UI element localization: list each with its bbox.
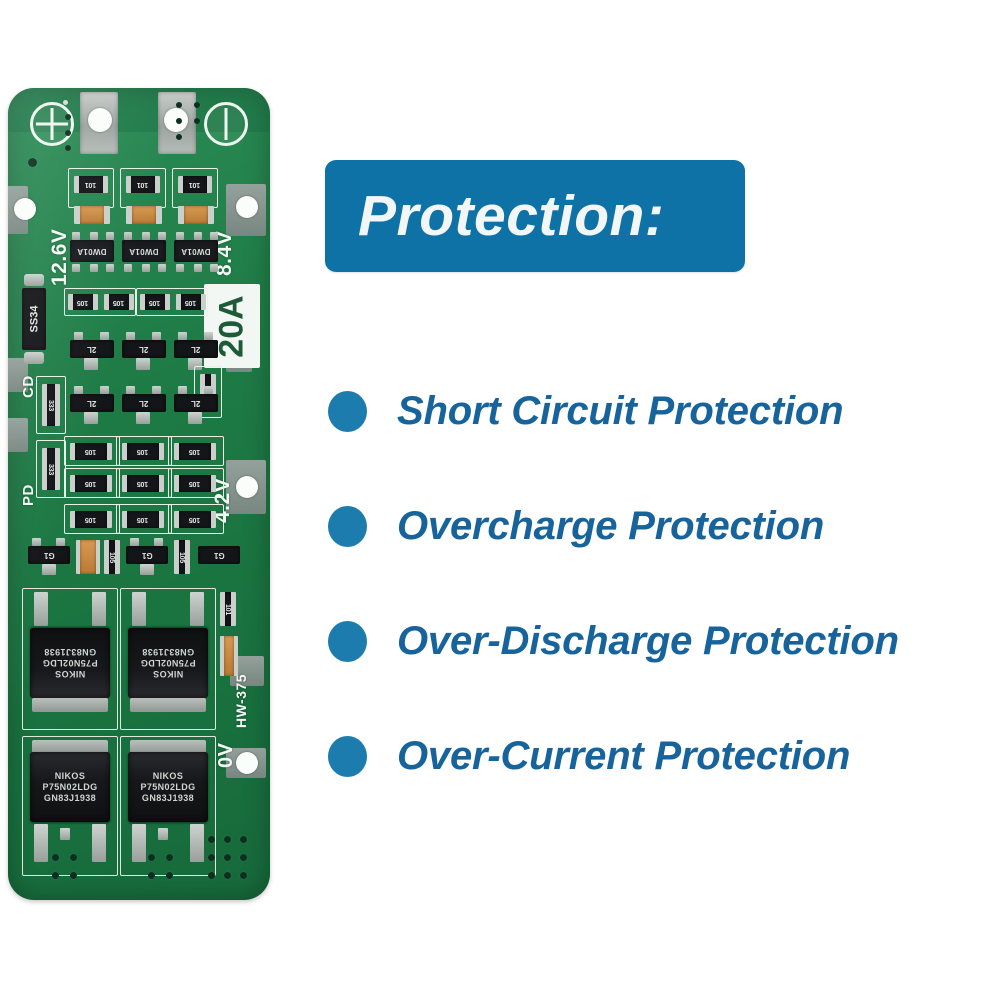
silk-label-pd: PD — [20, 484, 37, 506]
transistor-2l: 2L — [70, 340, 114, 358]
feature-label: Short Circuit Protection — [397, 388, 844, 433]
protection-feature-list: Short Circuit Protection Overcharge Prot… — [328, 380, 1000, 840]
negative-terminal-icon — [204, 102, 248, 146]
bullet-dot-icon — [328, 505, 367, 547]
res-101: 101 — [137, 181, 149, 188]
feature-label: Over-Discharge Protection — [397, 618, 899, 663]
list-item: Over-Discharge Protection — [328, 610, 1000, 672]
diode-ss34: SS34 — [22, 288, 46, 350]
transistor-2l: 2L — [70, 394, 114, 412]
mosfet-nikos: NIKOS P75N02LDG GN83J1938 — [30, 752, 110, 822]
silk-label-20a: 20A — [212, 294, 251, 358]
transistor-g1: G1 — [28, 546, 70, 564]
ic-dw01a: DW01A — [70, 240, 114, 262]
bullet-dot-icon — [328, 735, 367, 777]
bms-protection-board: 12.6V 8.4V 4.2V 0V HW-375 CD PD 20A 101 … — [8, 88, 270, 900]
res-101: 101 — [189, 181, 201, 188]
bullet-dot-icon — [328, 620, 367, 662]
feature-label: Over-Current Protection — [397, 733, 851, 778]
transistor-2l: 2L — [122, 340, 166, 358]
silk-label-12-6v: 12.6V — [48, 228, 71, 286]
protection-header-banner: Protection: — [325, 160, 745, 272]
feature-label: Overcharge Protection — [397, 503, 825, 548]
ic-dw01a: DW01A — [122, 240, 166, 262]
transistor-2l: 2L — [174, 394, 218, 412]
transistor-g1: G1 — [126, 546, 168, 564]
bullet-dot-icon — [328, 390, 367, 432]
list-item: Short Circuit Protection — [328, 380, 1000, 442]
mosfet-nikos: NIKOS P75N02LDG GN83J1938 — [128, 752, 208, 822]
ic-dw01a: DW01A — [174, 240, 218, 262]
silk-label-hw375: HW-375 — [233, 673, 249, 728]
positive-terminal-icon — [30, 102, 74, 146]
silk-label-cd: CD — [20, 375, 37, 398]
res-101: 101 — [85, 181, 97, 188]
page-title: Protection: — [358, 184, 665, 248]
transistor-2l: 2L — [122, 394, 166, 412]
transistor-2l: 2L — [174, 340, 218, 358]
silk-label-0v: 0V — [215, 742, 237, 768]
mosfet-nikos: NIKOS P75N02LDG GN83J1938 — [30, 628, 110, 698]
mosfet-nikos: NIKOS P75N02LDG GN83J1938 — [128, 628, 208, 698]
transistor-g1: G1 — [198, 546, 240, 564]
list-item: Over-Current Protection — [328, 725, 1000, 787]
list-item: Overcharge Protection — [328, 495, 1000, 557]
